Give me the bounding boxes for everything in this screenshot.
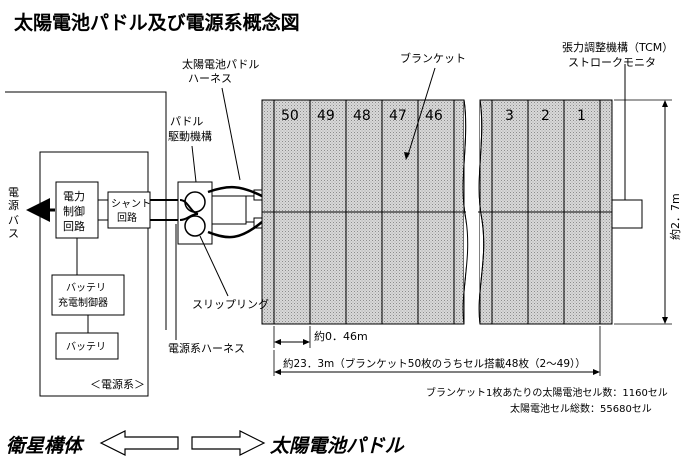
slip-ring-leader <box>199 235 229 297</box>
break-line <box>462 99 469 325</box>
height-label: 約2．7m <box>668 193 682 240</box>
power-control-label-1: 電力 <box>63 190 85 203</box>
battery-charger-label-1: バッテリ <box>66 282 106 294</box>
paddle-drive-leader <box>191 145 197 183</box>
satellite-body-label: 衛星構体 <box>6 435 85 457</box>
power-control-circuit-box <box>55 181 99 239</box>
break-gap <box>466 100 478 324</box>
cells-per-blanket: ブランケット1枚あたりの太陽電池セル数：1160セル <box>426 386 668 399</box>
tcm-label-2: ストロークモニタ <box>568 56 656 69</box>
harness-top-label-1: 太陽電池パドル <box>182 58 259 71</box>
battery-box <box>55 332 119 360</box>
power-system-label: ＜電源系＞ <box>90 377 145 391</box>
power-system-box <box>39 151 149 397</box>
shunt-label-2: 回路 <box>117 211 137 224</box>
solar-paddle-label: 太陽電池パドル <box>269 435 405 457</box>
page-title: 太陽電池パドル及び電源系概念図 <box>14 11 300 34</box>
slip-ring-lower <box>184 215 206 237</box>
blanket-leader <box>407 67 436 156</box>
blanket-label: ブランケット <box>400 51 466 65</box>
panel-number: 2 <box>541 108 550 124</box>
paddle-drive-label-2: 駆動機構 <box>168 129 212 143</box>
paddle-harness-line <box>207 221 263 239</box>
blanket-leader-arrow <box>404 152 410 160</box>
shunt-circuit-box <box>107 191 151 229</box>
harness-top-leader <box>221 87 241 181</box>
power-bus-char-1: 電 <box>8 186 19 199</box>
power-bus-char-3: バ <box>8 214 19 227</box>
harness-top-label-2: ハーネス <box>188 72 232 85</box>
shunt-label-1: シャント <box>111 199 151 210</box>
satellite-body-outline <box>5 91 167 330</box>
panel-number: 47 <box>389 108 407 124</box>
paddle-harness-line <box>207 186 263 198</box>
power-bus-char-4: ス <box>8 227 19 240</box>
panel-number: 1 <box>577 108 586 124</box>
battery-label: バッテリ <box>66 341 106 353</box>
battery-charger-box <box>51 274 125 316</box>
power-harness-label: 電源系ハーネス <box>168 341 245 355</box>
panel-number: 50 <box>281 108 299 124</box>
panel-number: 46 <box>425 108 443 124</box>
slip-ring-label: スリップリング <box>192 297 269 311</box>
solar-paddle-arrow <box>191 430 266 456</box>
power-bus-char-2: 源 <box>8 198 19 212</box>
panel-width-label: 約0．46m <box>314 329 368 343</box>
panel-column-dividers <box>273 100 601 324</box>
break-line <box>478 99 485 325</box>
tcm-label-1: 張力調整機構（TCM） <box>562 40 673 54</box>
panel-number: 48 <box>353 108 371 124</box>
harness-line <box>179 213 199 221</box>
power-control-label-3: 回路 <box>63 220 85 233</box>
total-length-label: 約23．3m（ブランケット50枚のうちセル搭載48枚（2～49）） <box>283 357 586 370</box>
power-control-label-2: 制御 <box>63 204 85 218</box>
satellite-body-arrow <box>99 430 179 456</box>
paddle-shaft <box>211 195 247 225</box>
total-cells: 太陽電池セル総数：55680セル <box>510 402 652 415</box>
slip-ring-upper <box>184 191 206 213</box>
battery-charger-label-2: 充電制御器 <box>58 296 108 309</box>
panel-number: 3 <box>505 108 514 124</box>
paddle-drive-label-1: パドル <box>170 115 203 128</box>
panel-number: 49 <box>317 108 335 124</box>
tcm-block <box>611 199 643 229</box>
